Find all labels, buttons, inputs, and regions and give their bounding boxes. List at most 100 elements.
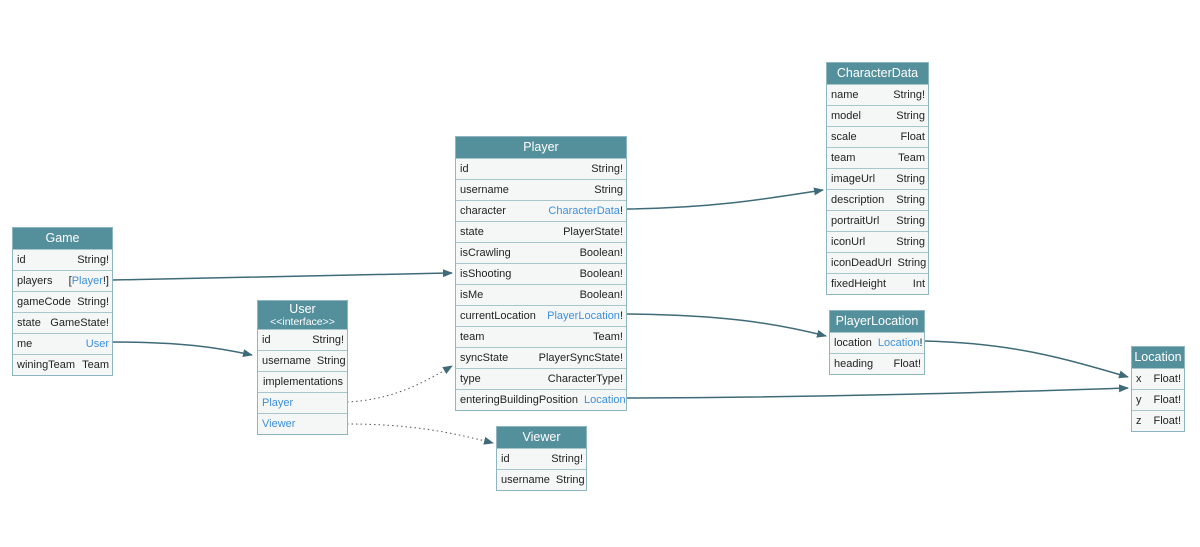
edge-player-enteringbuildingposition <box>625 384 1129 399</box>
type-prefix: [ <box>68 275 72 287</box>
type-link[interactable]: CharacterData <box>548 205 620 217</box>
field-type: String <box>555 474 585 486</box>
node-title[interactable]: Game <box>13 228 112 249</box>
field-type: String <box>896 110 925 122</box>
field-name: heading <box>834 358 874 370</box>
field-name: state <box>17 317 41 329</box>
field-type: Float <box>900 131 925 143</box>
field-row[interactable]: username String <box>497 469 586 490</box>
node-title[interactable]: PlayerLocation <box>830 311 924 332</box>
field-name: isShooting <box>460 268 512 280</box>
field-name: me <box>17 338 33 350</box>
field-row[interactable]: players[Player!] <box>13 270 112 291</box>
node-title[interactable]: Location <box>1132 347 1184 368</box>
field-type: Location <box>584 390 626 410</box>
implementation-row[interactable]: Viewer <box>258 413 347 434</box>
type-suffix: ! <box>619 205 623 217</box>
type-link[interactable]: Location <box>584 394 626 406</box>
node-title-text: Location <box>1134 350 1182 364</box>
field-row[interactable]: username String <box>456 179 626 200</box>
field-row[interactable]: name String! <box>827 84 928 105</box>
field-type: String <box>594 184 623 196</box>
implementation-link[interactable]: Viewer <box>262 418 296 430</box>
node-title[interactable]: Player <box>456 137 626 158</box>
type-suffix: !] <box>102 275 109 287</box>
edge-game-me-user <box>111 341 253 358</box>
field-name: iconDeadUrl <box>831 257 892 269</box>
field-name: enteringBuildingPosition <box>460 394 579 406</box>
implementations-label: implementations <box>258 371 347 392</box>
implementation-link[interactable]: Player <box>262 397 294 409</box>
field-type: String <box>896 236 925 248</box>
field-type: PlayerSyncState! <box>538 352 623 364</box>
field-name: syncState <box>460 352 509 364</box>
node-title[interactable]: User<<interface>> <box>258 301 347 329</box>
field-type: Float! <box>893 358 921 370</box>
field-type: PlayerState! <box>563 226 623 238</box>
field-type: CharacterType! <box>547 373 623 385</box>
field-row[interactable]: syncState PlayerSyncState! <box>456 347 626 368</box>
implementation-row[interactable]: Player <box>258 392 347 413</box>
type-link[interactable]: Location <box>877 337 920 349</box>
type-link[interactable]: User <box>85 338 109 350</box>
field-row[interactable]: enteringBuildingPosition Location <box>456 389 626 410</box>
type-link[interactable]: Player <box>71 275 103 287</box>
node-title[interactable]: CharacterData <box>827 63 928 84</box>
field-type: String <box>896 173 925 185</box>
field-type: String! <box>551 453 583 465</box>
field-name: name <box>831 89 859 101</box>
field-row[interactable]: heading Float! <box>830 353 924 374</box>
field-name: username <box>460 184 509 196</box>
field-name: isCrawling <box>460 247 511 259</box>
edge-game-players-player <box>111 269 453 281</box>
node-title[interactable]: Viewer <box>497 427 586 448</box>
edge-user-impl-player <box>346 365 453 403</box>
type-link[interactable]: PlayerLocation <box>547 310 620 322</box>
field-type: String <box>316 355 346 367</box>
field-name: username <box>501 474 550 486</box>
field-name: team <box>460 331 485 343</box>
field-type: String! <box>77 296 109 308</box>
field-name: id <box>17 254 26 266</box>
field-type: Team <box>898 152 925 164</box>
field-type: String! <box>893 89 925 101</box>
field-type: [Player!] <box>69 271 109 291</box>
field-row[interactable]: me User <box>13 333 112 354</box>
